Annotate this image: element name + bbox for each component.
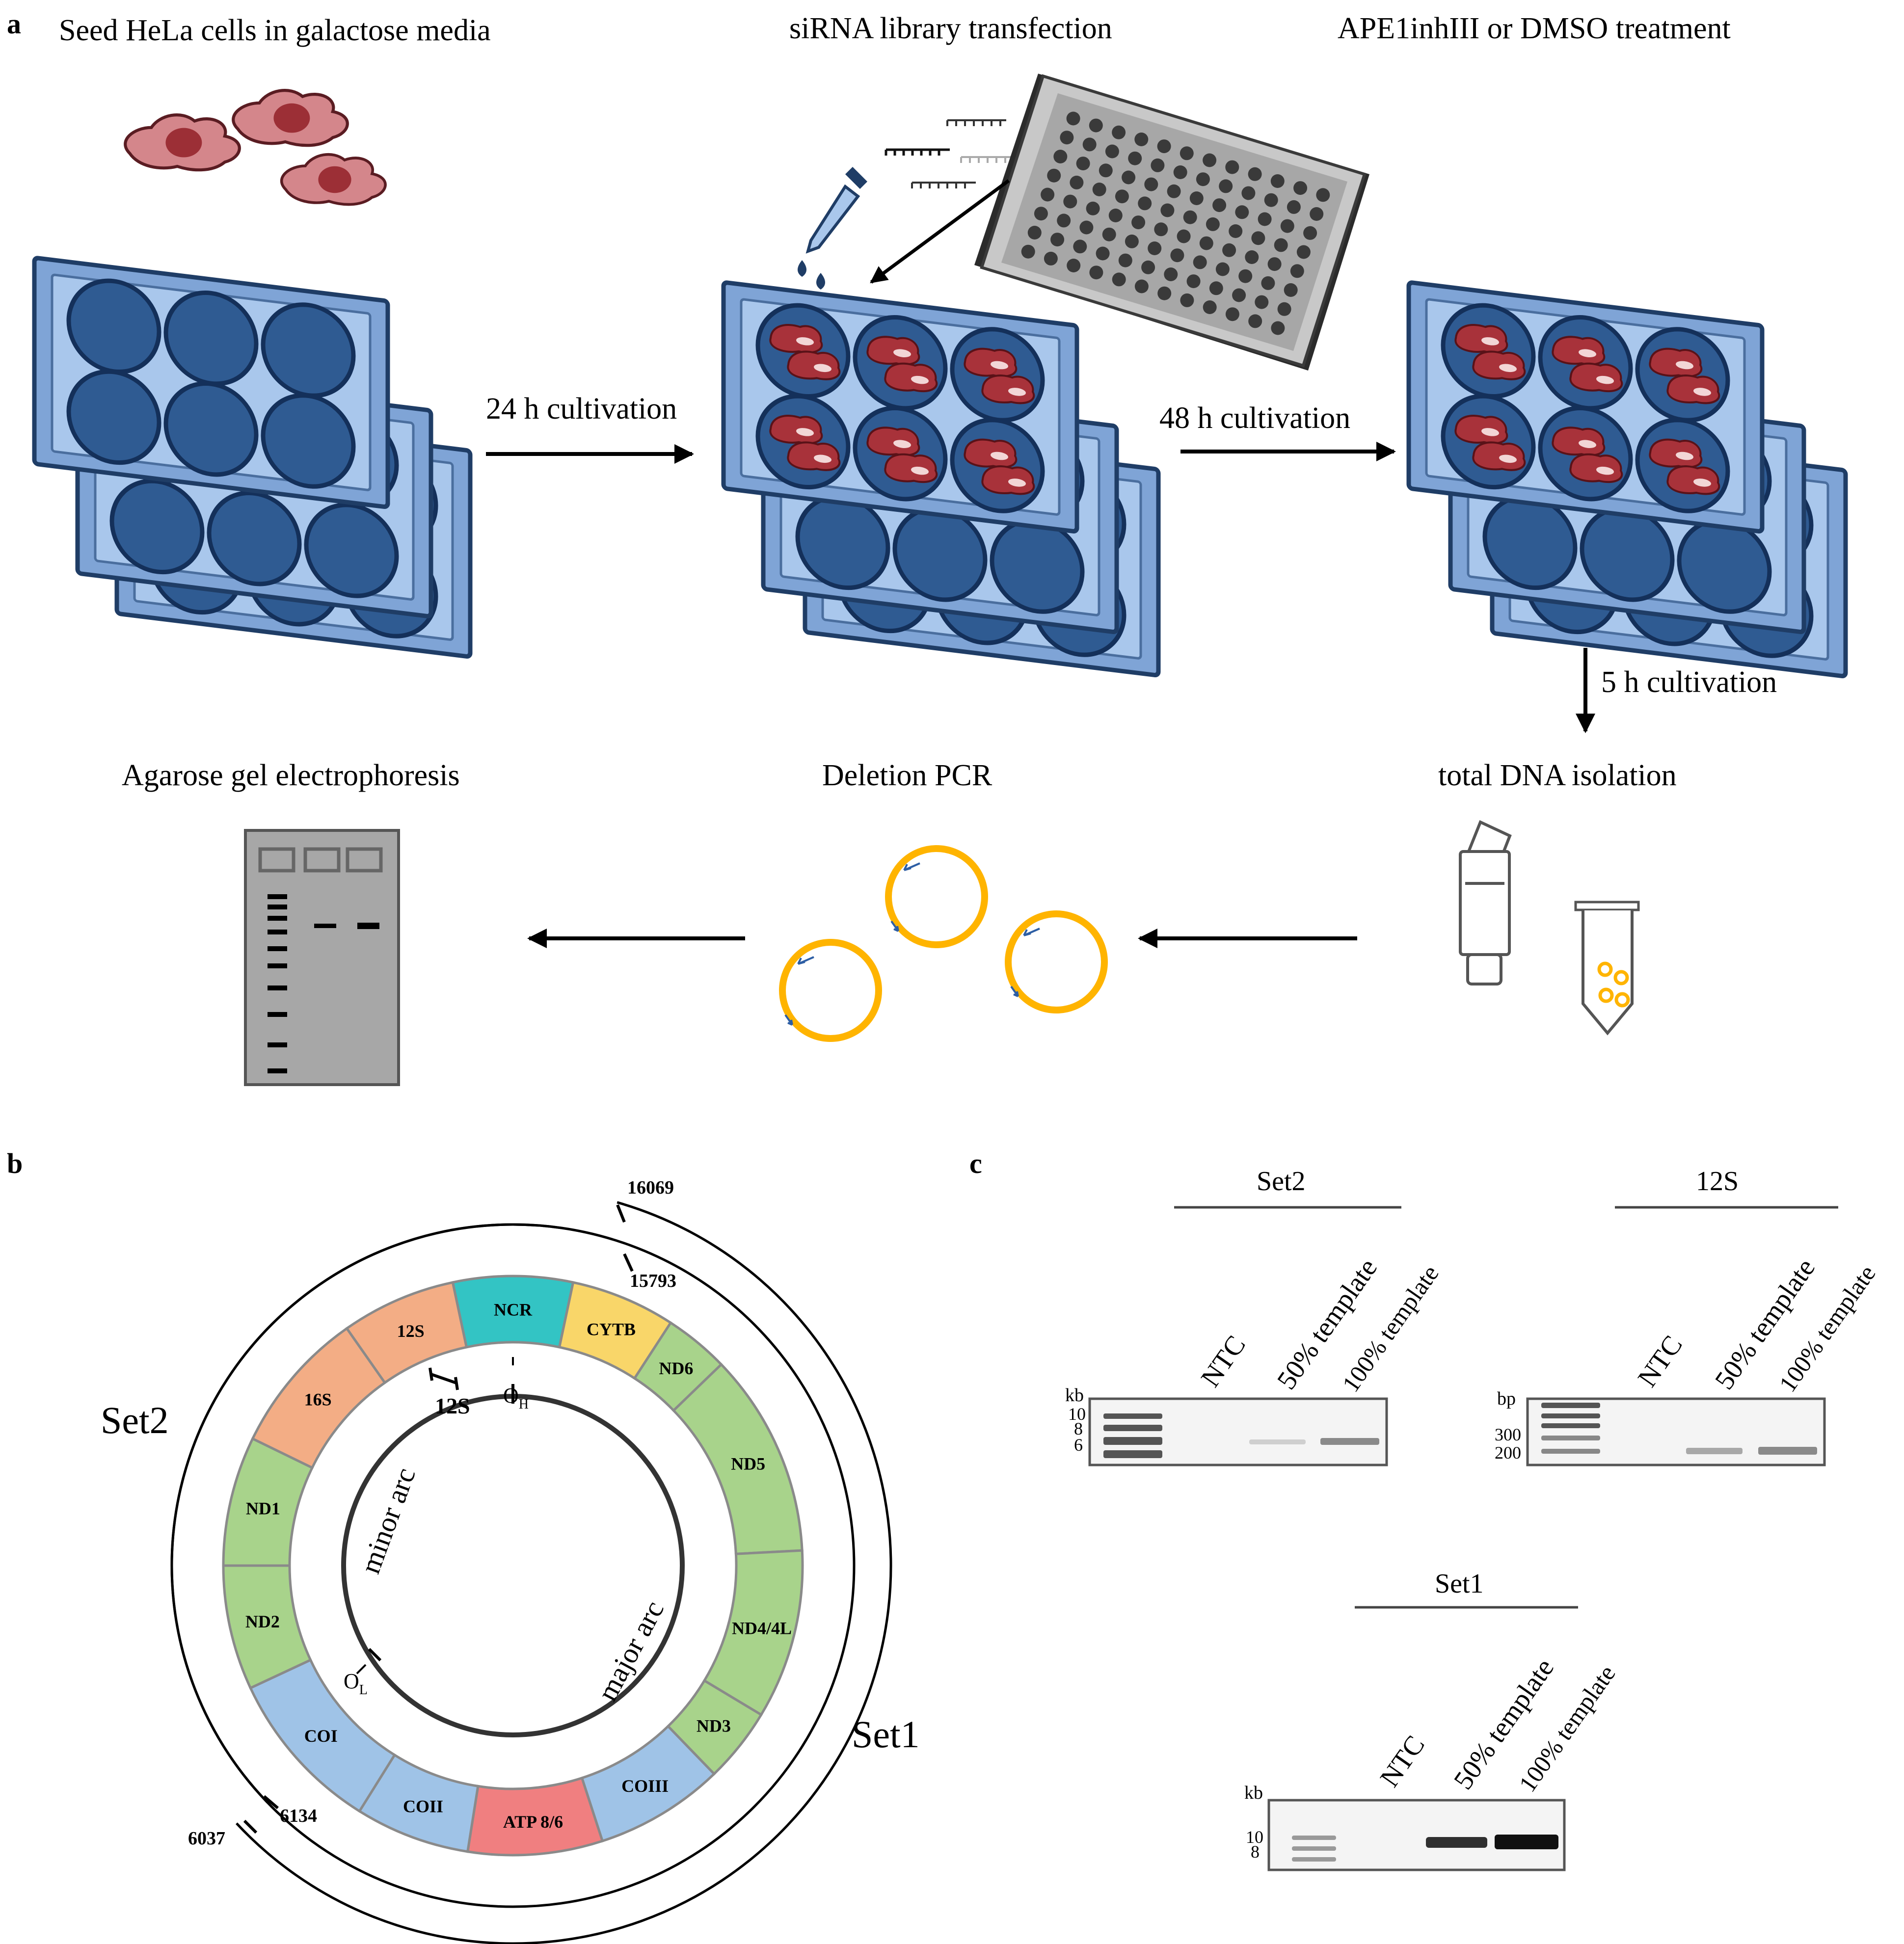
arrow-48h-label: 48 h cultivation bbox=[1159, 401, 1350, 435]
gel-set2-unit: kb bbox=[1065, 1385, 1084, 1406]
six-well-plate-stack-1 bbox=[34, 258, 470, 657]
inner-circle bbox=[341, 1394, 685, 1737]
six-well-plate-stack-2 bbox=[724, 282, 1158, 675]
gene-label-coiii: COIII bbox=[621, 1776, 669, 1796]
gene-label-12s: 12S bbox=[397, 1321, 425, 1341]
ol-label: OL bbox=[344, 1669, 368, 1698]
gene-label-nd2: ND2 bbox=[245, 1612, 280, 1631]
six-well-plate-stack-3 bbox=[1409, 282, 1846, 676]
step-transfection-label: siRNA library transfection bbox=[789, 12, 1112, 45]
gel-set2: Set2 NTC 50% template 100% template kb 1… bbox=[1065, 1166, 1444, 1466]
pos-6037: 6037 bbox=[188, 1828, 225, 1849]
gel-set2-ladder-6: 6 bbox=[1074, 1435, 1083, 1455]
step-gel-label: Agarose gel electrophoresis bbox=[122, 759, 460, 792]
set1-arc bbox=[236, 1201, 892, 1944]
gel-12s-ladder-300: 300 bbox=[1495, 1425, 1521, 1444]
gel-set1-ladder-8: 8 bbox=[1251, 1842, 1260, 1862]
gene-label-nd4-4l: ND4/4L bbox=[732, 1618, 792, 1638]
gel-set1-title: Set1 bbox=[1435, 1569, 1484, 1599]
gel-12s-ladder-200: 200 bbox=[1495, 1443, 1521, 1463]
gene-label-coi: COI bbox=[304, 1726, 338, 1746]
tick-16069 bbox=[616, 1204, 626, 1223]
hela-cells-icon bbox=[125, 90, 385, 204]
inner-12s-label: 12S bbox=[435, 1393, 470, 1418]
ol-tick bbox=[368, 1648, 382, 1662]
tick-15793 bbox=[623, 1253, 634, 1272]
gel-12s-lane-ntc: NTC bbox=[1632, 1330, 1689, 1392]
gel-12s: 12S NTC 50% template 100% template bp 30… bbox=[1495, 1166, 1881, 1466]
gene-label-nd3: ND3 bbox=[697, 1716, 731, 1735]
gel-set2-ladder-8: 8 bbox=[1074, 1419, 1083, 1438]
step-seed-label: Seed HeLa cells in galactose media bbox=[59, 14, 491, 47]
gel-set1-ladder-10: 10 bbox=[1246, 1827, 1263, 1847]
gel-12s-title: 12S bbox=[1696, 1166, 1739, 1197]
pos-6134: 6134 bbox=[280, 1806, 317, 1826]
gene-label-cytb: CYTB bbox=[587, 1319, 636, 1339]
inner-12s-bracket bbox=[429, 1367, 459, 1390]
gel-set1: Set1 NTC 50% template 100% template kb 1… bbox=[1244, 1569, 1621, 1871]
gene-label-ncr: NCR bbox=[494, 1300, 533, 1320]
arrow-transfection bbox=[870, 179, 1010, 284]
set2-label: Set2 bbox=[101, 1399, 169, 1441]
spin-column-icon bbox=[1459, 820, 1512, 985]
set2-arc bbox=[170, 1223, 613, 1804]
panel-a-label: a bbox=[7, 8, 21, 40]
panel-b-label: b bbox=[7, 1147, 23, 1179]
gene-label-nd6: ND6 bbox=[659, 1358, 693, 1378]
gel-set2-ladder-10: 10 bbox=[1068, 1404, 1086, 1424]
gene-label-nd5: ND5 bbox=[731, 1454, 765, 1474]
gel-set2-title: Set2 bbox=[1257, 1166, 1306, 1197]
gel-set1-lane-ntc: NTC bbox=[1374, 1730, 1431, 1792]
tick-6134 bbox=[263, 1795, 279, 1810]
pos-15793: 15793 bbox=[630, 1271, 676, 1291]
step-isolation-label: total DNA isolation bbox=[1438, 759, 1677, 792]
arrow-5h-label: 5 h cultivation bbox=[1601, 666, 1777, 699]
oh-label: OH bbox=[503, 1384, 529, 1412]
gel-icon bbox=[244, 829, 400, 1086]
panel-c-label: c bbox=[969, 1147, 982, 1179]
dropper-icon bbox=[798, 167, 867, 290]
gene-segment-12s bbox=[345, 1280, 468, 1385]
tick-6037 bbox=[243, 1819, 258, 1834]
arrow-24h-label: 24 h cultivation bbox=[486, 392, 677, 426]
gel-12s-unit: bp bbox=[1497, 1388, 1516, 1409]
gene-label-atp-8-6: ATP 8/6 bbox=[503, 1812, 563, 1832]
tube-icon bbox=[1574, 901, 1640, 1036]
sirna-strands-icon bbox=[885, 119, 1025, 188]
mtdna-circles-icon bbox=[782, 849, 1104, 1039]
set1-label: Set1 bbox=[852, 1713, 920, 1756]
gel-set1-unit: kb bbox=[1244, 1783, 1263, 1803]
pos-16069: 16069 bbox=[627, 1177, 674, 1198]
step-pcr-label: Deletion PCR bbox=[822, 759, 992, 792]
gene-label-nd1: ND1 bbox=[246, 1499, 280, 1518]
gel-set2-lane-ntc: NTC bbox=[1195, 1330, 1252, 1392]
gene-label-coii: COII bbox=[403, 1796, 443, 1816]
96-well-plate-icon bbox=[974, 74, 1369, 371]
step-treatment-label: APE1inhIII or DMSO treatment bbox=[1338, 12, 1731, 45]
gene-label-16s: 16S bbox=[304, 1390, 332, 1410]
